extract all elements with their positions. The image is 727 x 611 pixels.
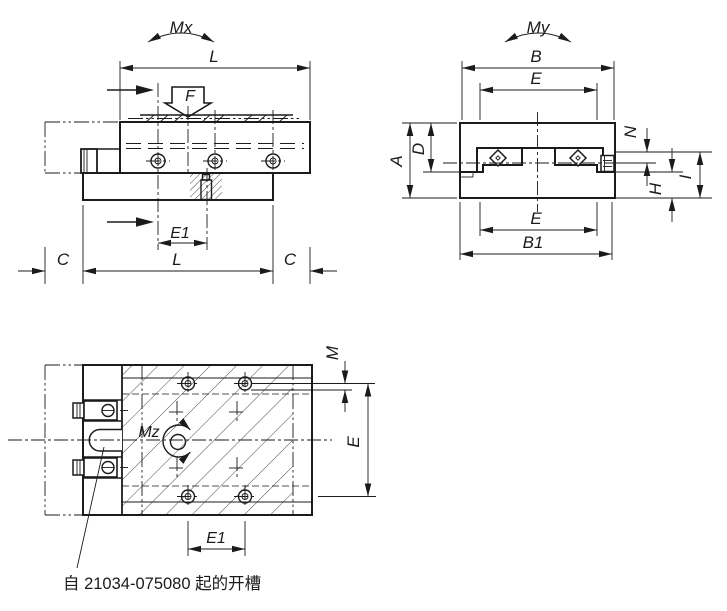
dim-label-l-top: L [209, 47, 218, 66]
rail-notch [461, 173, 473, 177]
dim-label-c-right: C [284, 250, 297, 269]
mz-label: Mz [138, 424, 159, 441]
force-f-label: F [185, 88, 196, 105]
dim-label-m: M [323, 345, 342, 360]
dim-label-b: B [530, 47, 541, 66]
dim-label-h: H [646, 182, 665, 195]
clamp-bracket [80, 148, 120, 174]
force-f-arrow-icon: F [162, 86, 214, 118]
plan-view: Mz M E E1 自 21034-0 [8, 345, 376, 593]
side-elevation-view: Mx L F [18, 18, 337, 284]
roller-right [568, 148, 588, 168]
mating-strip [128, 114, 301, 123]
dim-e-plan: E [318, 383, 376, 497]
dim-label-e-bottom: E [530, 209, 542, 228]
dim-label-e1-side: E1 [170, 225, 190, 242]
dim-label-l-bottom: L [172, 250, 181, 269]
dim-label-i: I [676, 174, 695, 179]
rail-body [82, 172, 274, 201]
hidden-hole-crosses [169, 401, 245, 479]
datum-arrow-lower-icon [107, 217, 154, 227]
dim-e1-plan: E1 [187, 521, 246, 556]
bottom-dimension-chain: C L C [18, 205, 337, 284]
cross-section-view: My B E [387, 18, 712, 260]
roller-left [488, 148, 508, 168]
dim-label-e-top: E [530, 69, 542, 88]
mx-moment-arrow-icon [147, 32, 215, 43]
dim-label-e1-plan: E1 [206, 530, 226, 547]
mounting-holes [177, 372, 256, 508]
phantom-travel-outline [44, 121, 120, 174]
my-label: My [527, 18, 551, 37]
dim-label-b1: B1 [523, 233, 544, 252]
setscrew-local-section [190, 173, 222, 201]
adjusting-screw [600, 154, 615, 173]
clamp-screw-bottom [72, 457, 128, 478]
dim-label-d: D [409, 143, 428, 155]
slot-note: 自 21034-075080 起的开槽 [63, 574, 261, 593]
dim-label-e-plan: E [344, 436, 363, 448]
dim-label-n: N [621, 125, 640, 138]
my-moment-arrow-icon [504, 32, 572, 43]
mx-label: Mx [170, 18, 193, 37]
mz-moment-arrow-icon [162, 418, 191, 464]
note-leader [76, 446, 105, 569]
phantom-travel-outline-plan [44, 364, 83, 516]
datum-arrow-upper-icon [107, 85, 154, 95]
clamp-screw-top [72, 400, 128, 421]
dim-m: M [251, 345, 375, 412]
dim-label-a: A [387, 155, 406, 167]
dim-label-c-left: C [57, 250, 70, 269]
